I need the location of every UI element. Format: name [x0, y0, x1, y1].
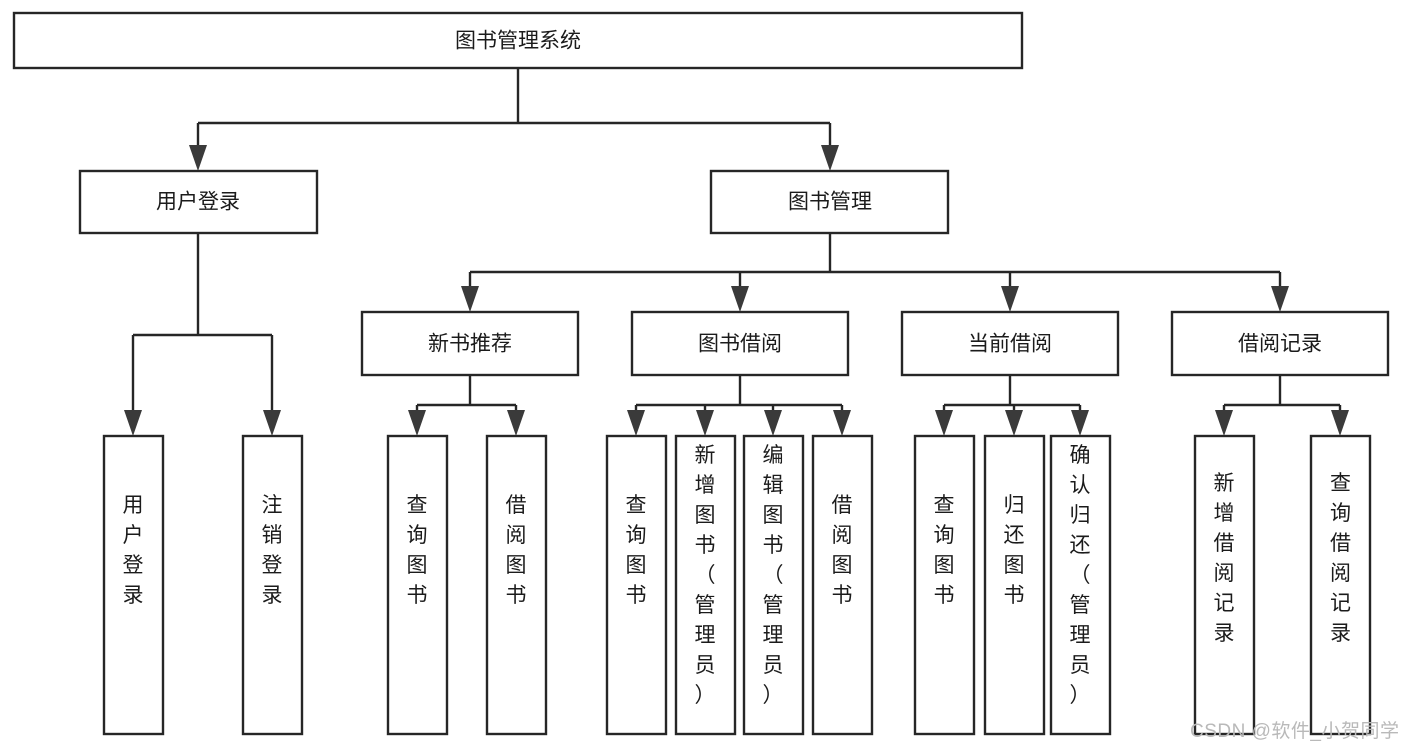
node-new-book-recommend-label: 新书推荐 [428, 333, 512, 356]
node-leaf-logout[interactable]: 注销登录 [241, 434, 304, 736]
node-leaf-confirm-return-label: 确认归还（管理员） [1070, 444, 1091, 707]
node-leaf-borrow-book[interactable]: 借阅图书 [811, 434, 874, 736]
node-leaf-add-borrow-record-label: 新增借阅记录 [1214, 472, 1235, 645]
node-root[interactable]: 图书管理系统 [12, 11, 1024, 70]
node-leaf-query-book-current-box[interactable] [913, 434, 976, 736]
node-leaf-borrow-book-recommend-box[interactable] [485, 434, 548, 736]
node-book-borrow[interactable]: 图书借阅 [630, 310, 850, 377]
node-new-book-recommend-box[interactable] [360, 310, 580, 377]
node-leaf-return-book[interactable]: 归还图书 [983, 434, 1046, 736]
node-leaf-confirm-return[interactable]: 确认归还（管理员） [1049, 434, 1112, 736]
node-leaf-query-book-recommend-label: 查询图书 [407, 494, 428, 607]
node-root-box[interactable] [12, 11, 1024, 70]
node-book-management-label: 图书管理 [788, 191, 872, 214]
arrow-to-leaf-borrow-book-recommend [507, 410, 525, 436]
node-borrow-record-label: 借阅记录 [1238, 333, 1322, 356]
node-leaf-edit-book-label: 编辑图书（管理员） [763, 444, 784, 707]
node-leaf-borrow-book-box[interactable] [811, 434, 874, 736]
node-book-management[interactable]: 图书管理 [709, 169, 950, 235]
node-leaf-query-book-borrow-box[interactable] [605, 434, 668, 736]
node-leaf-add-borrow-record[interactable]: 新增借阅记录 [1193, 434, 1256, 736]
arrow-to-leaf-add-book [696, 410, 714, 436]
arrow-to-current-borrow [1001, 286, 1019, 312]
node-leaf-query-borrow-record-label: 查询借阅记录 [1330, 472, 1351, 645]
node-leaf-confirm-return-box[interactable] [1049, 434, 1112, 736]
arrow-to-leaf-return-book [1005, 410, 1023, 436]
node-leaf-add-book-box[interactable] [674, 434, 737, 736]
arrow-to-leaf-query-book-recommend [408, 410, 426, 436]
node-leaf-user-login-label: 用户登录 [123, 494, 144, 607]
node-new-book-recommend[interactable]: 新书推荐 [360, 310, 580, 377]
node-leaf-query-book-recommend-box[interactable] [386, 434, 449, 736]
node-root-label: 图书管理系统 [455, 30, 581, 53]
arrow-to-new-book-recommend [461, 286, 479, 312]
node-current-borrow[interactable]: 当前借阅 [900, 310, 1120, 377]
node-leaf-return-book-label: 归还图书 [1004, 494, 1025, 607]
arrow-to-book-management [821, 145, 839, 171]
node-leaf-query-borrow-record[interactable]: 查询借阅记录 [1309, 434, 1372, 736]
arrow-to-leaf-edit-book [764, 410, 782, 436]
node-current-borrow-box[interactable] [900, 310, 1120, 377]
arrow-to-borrow-record [1271, 286, 1289, 312]
node-leaf-user-login-box[interactable] [102, 434, 165, 736]
node-user-login[interactable]: 用户登录 [78, 169, 319, 235]
arrow-to-leaf-query-borrow-record [1331, 410, 1349, 436]
node-leaf-edit-book-box[interactable] [742, 434, 805, 736]
arrow-to-leaf-add-borrow-record [1215, 410, 1233, 436]
node-leaf-borrow-book-recommend-label: 借阅图书 [506, 494, 527, 607]
node-leaf-edit-book[interactable]: 编辑图书（管理员） [742, 434, 805, 736]
node-leaf-add-borrow-record-box[interactable] [1193, 434, 1256, 736]
arrow-to-leaf-query-book-current [935, 410, 953, 436]
arrow-to-leaf-query-book-borrow [627, 410, 645, 436]
node-book-management-box[interactable] [709, 169, 950, 235]
node-book-borrow-box[interactable] [630, 310, 850, 377]
node-leaf-borrow-book-recommend[interactable]: 借阅图书 [485, 434, 548, 736]
node-leaf-query-book-borrow-label: 查询图书 [626, 494, 647, 607]
node-user-login-box[interactable] [78, 169, 319, 235]
arrow-to-leaf-user-login [124, 410, 142, 436]
node-leaf-borrow-book-label: 借阅图书 [832, 494, 853, 607]
node-leaf-add-book-label: 新增图书（管理员） [695, 444, 716, 707]
node-current-borrow-label: 当前借阅 [968, 333, 1052, 356]
arrow-to-book-borrow [731, 286, 749, 312]
arrow-to-leaf-logout [263, 410, 281, 436]
node-book-borrow-label: 图书借阅 [698, 333, 782, 356]
node-leaf-return-book-box[interactable] [983, 434, 1046, 736]
node-leaf-logout-box[interactable] [241, 434, 304, 736]
node-leaf-user-login[interactable]: 用户登录 [102, 434, 165, 736]
node-leaf-query-book-borrow[interactable]: 查询图书 [605, 434, 668, 736]
arrow-to-user-login [189, 145, 207, 171]
node-leaf-query-book-recommend[interactable]: 查询图书 [386, 434, 449, 736]
node-borrow-record-box[interactable] [1170, 310, 1390, 377]
node-borrow-record[interactable]: 借阅记录 [1170, 310, 1390, 377]
node-leaf-add-book[interactable]: 新增图书（管理员） [674, 434, 737, 736]
arrow-to-leaf-borrow-book [833, 410, 851, 436]
node-leaf-logout-label: 注销登录 [262, 494, 283, 607]
connector-edges [124, 68, 1349, 436]
node-leaf-query-book-current[interactable]: 查询图书 [913, 434, 976, 736]
node-leaf-query-book-current-label: 查询图书 [934, 494, 955, 607]
node-user-login-label: 用户登录 [156, 191, 240, 214]
node-leaf-query-borrow-record-box[interactable] [1309, 434, 1372, 736]
arrow-to-leaf-confirm-return [1071, 410, 1089, 436]
